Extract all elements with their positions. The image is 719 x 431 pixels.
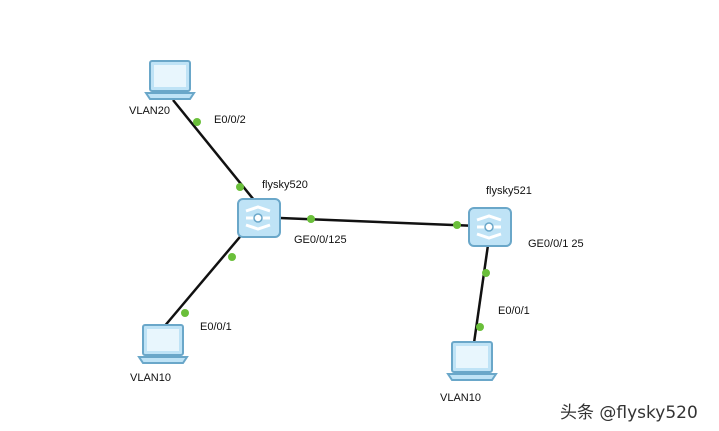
laptop-icon[interactable] (137, 323, 189, 367)
port-dot (476, 323, 484, 331)
right-bottom-port-label: E0/0/1 (498, 305, 530, 317)
left-bottom-port-label: E0/0/1 (200, 321, 232, 333)
link-switch-520-to-pc-left (162, 224, 251, 329)
trunk-520-port-label: GE0/0/125 (294, 234, 347, 246)
pc-top-label: VLAN20 (129, 105, 170, 117)
switch-icon[interactable] (467, 206, 513, 248)
port-dot (236, 183, 244, 191)
port-dot (228, 253, 236, 261)
switch-521-label: flysky521 (486, 185, 532, 197)
switch-icon[interactable] (236, 197, 282, 239)
watermark-text: 头条 @flysky520 (560, 403, 698, 423)
port-dot (307, 215, 315, 223)
pc-right-bottom-label: VLAN10 (440, 392, 481, 404)
port-dot (181, 309, 189, 317)
laptop-icon[interactable] (144, 59, 196, 103)
switch-520-label: flysky520 (262, 179, 308, 191)
port-dot (193, 118, 201, 126)
laptop-icon[interactable] (446, 340, 498, 384)
pc-left-bottom-label: VLAN10 (130, 372, 171, 384)
port-dot (482, 269, 490, 277)
port-dot (453, 221, 461, 229)
trunk-521-port-label: GE0/0/1 25 (528, 238, 584, 250)
pc-top-port-label: E0/0/2 (214, 114, 246, 126)
